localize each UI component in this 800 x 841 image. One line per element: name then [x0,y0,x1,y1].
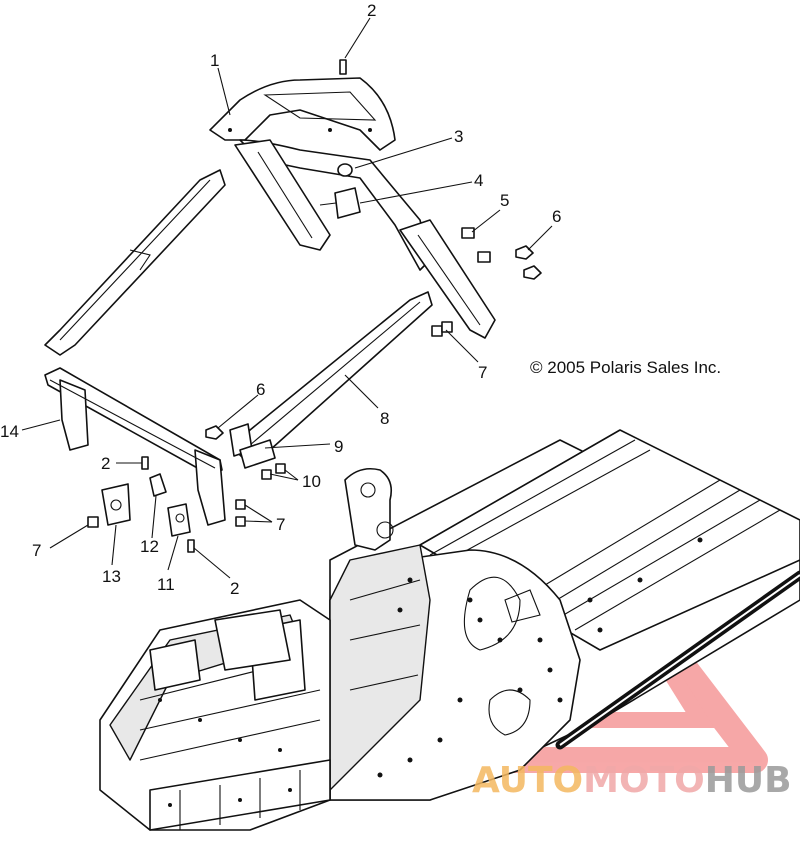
callout-10: 10 [302,472,321,491]
part-10-bolts [261,463,286,480]
part-7-bolts-mid [235,499,246,527]
svg-text:AUTOMOTOHUB: AUTOMOTOHUB [472,760,792,801]
callout-7-left: 7 [32,541,41,560]
callout-13: 13 [102,567,121,586]
watermark-suffix: HUB [705,760,792,801]
callout-3: 3 [454,127,463,146]
callout-12: 12 [140,537,159,556]
part-3-nut [337,163,353,177]
chassis-tunnel [99,429,800,831]
part-5-bolts [461,227,491,263]
part-2-pins [141,59,347,553]
callout-5: 5 [500,191,509,210]
callouts: 1 2 3 4 5 6 7 8 9 10 11 12 13 14 6 7 7 2… [0,1,561,598]
callout-4: 4 [474,171,483,190]
callout-2-top: 2 [367,1,376,20]
callout-8: 8 [380,409,389,428]
callout-9: 9 [334,437,343,456]
part-1-hoop-assembly [209,77,496,339]
part-4-bracket [319,187,361,219]
watermark-prefix: AUTO [472,760,583,801]
callout-11: 11 [157,575,175,594]
callout-2-bottom: 2 [230,579,239,598]
part-6-nut-mid [205,425,224,440]
part-9-plates [229,423,276,469]
leader-lines [21,17,553,579]
copyright-text: © 2005 Polaris Sales Inc. [530,358,721,377]
callout-2-mid: 2 [101,454,110,473]
part-13-bracket [101,483,131,526]
callout-7-right: 7 [478,363,487,382]
callout-7-mid: 7 [276,515,285,534]
watermark-middle: MOTO [583,760,705,801]
part-11-bracket [167,503,191,537]
callout-14: 14 [0,422,19,441]
left-strut [44,169,226,356]
part-7-bolt-left [87,516,99,528]
part-7-bolts-right [431,321,453,337]
part-6-nuts-upper [515,245,542,280]
part-12-clip [149,473,167,497]
watermark-wordmark: AUTOMOTOHUB [472,760,792,801]
callout-6-upper: 6 [552,207,561,226]
callout-1: 1 [210,51,219,70]
callout-6-mid: 6 [256,380,265,399]
part-14-cross-bar [44,367,226,526]
